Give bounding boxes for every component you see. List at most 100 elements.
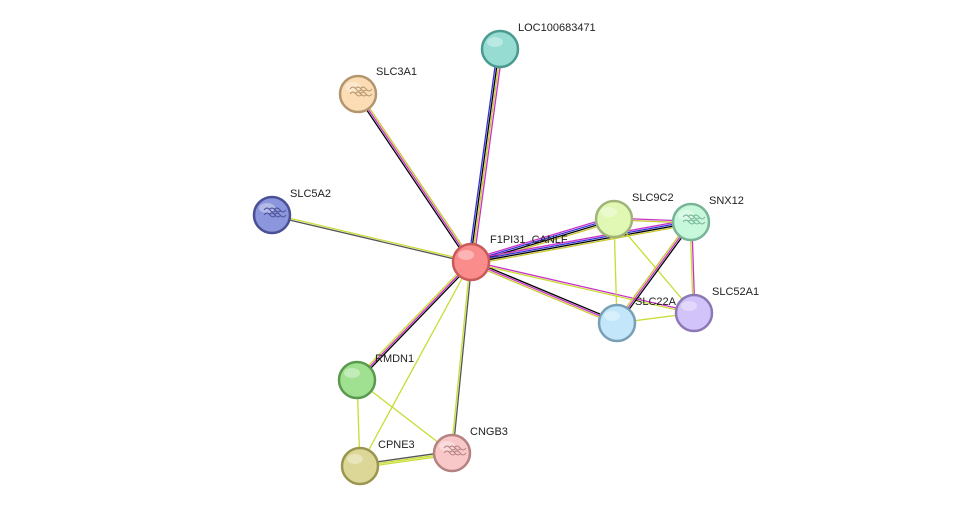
edge-evidence-line bbox=[616, 221, 692, 324]
node-circle[interactable] bbox=[252, 195, 292, 235]
structure-strand bbox=[443, 450, 457, 456]
edge-evidence-line bbox=[471, 49, 502, 263]
edge-F1PI31_CANLF-SLC5A2 bbox=[271, 213, 472, 264]
protein-structure-icon bbox=[349, 86, 373, 97]
structure-strand bbox=[453, 445, 467, 451]
edge-SNX12-SLC22A bbox=[615, 220, 693, 325]
edge-F1PI31_CANLF-SLC52A1 bbox=[470, 260, 695, 315]
structure-strand bbox=[692, 214, 706, 220]
edge-evidence-line bbox=[452, 262, 473, 454]
structure-strand bbox=[263, 207, 277, 213]
node-label: SLC5A2 bbox=[290, 188, 331, 200]
node-label: CPNE3 bbox=[378, 439, 415, 451]
structure-strand bbox=[273, 207, 287, 213]
node-circle[interactable] bbox=[597, 303, 637, 343]
node-highlight bbox=[487, 37, 503, 47]
structure-strand bbox=[273, 212, 287, 218]
node-loc100683471[interactable]: LOC100683471 bbox=[480, 22, 596, 69]
edge-evidence-line bbox=[471, 223, 692, 266]
edge-SLC9C2-SLC52A1 bbox=[613, 218, 695, 314]
structure-strand bbox=[354, 86, 368, 92]
node-label: SLC52A1 bbox=[712, 286, 759, 298]
edge-evidence-line bbox=[613, 218, 695, 314]
edge-evidence-line bbox=[450, 261, 471, 453]
edge-evidence-line bbox=[470, 220, 691, 262]
edge-RMDN1-CNGB3 bbox=[356, 379, 453, 454]
node-label: SLC9C2 bbox=[632, 192, 674, 204]
edge-evidence-line bbox=[355, 260, 471, 380]
protein-structure-icon bbox=[443, 445, 467, 456]
edge-evidence-line bbox=[470, 262, 694, 315]
structure-strand bbox=[687, 219, 701, 225]
edge-F1PI31_CANLF-SNX12 bbox=[470, 218, 692, 266]
protein-structure-icon bbox=[263, 207, 287, 218]
node-f1pi31_canlf[interactable]: F1PI31_CANLF bbox=[451, 234, 568, 282]
edge-F1PI31_CANLF-LOC100683471 bbox=[467, 48, 504, 263]
node-label: SNX12 bbox=[709, 195, 744, 207]
node-circle[interactable] bbox=[432, 433, 472, 473]
node-cngb3[interactable]: CNGB3 bbox=[432, 426, 508, 473]
edge-evidence-line bbox=[356, 94, 471, 264]
node-circle[interactable] bbox=[671, 202, 711, 242]
edge-F1PI31_CANLF-CPNE3 bbox=[359, 261, 472, 467]
node-label: RMDN1 bbox=[375, 353, 414, 365]
node-label: F1PI31_CANLF bbox=[490, 234, 568, 246]
edge-evidence-line bbox=[471, 259, 618, 323]
edge-evidence-line bbox=[471, 222, 692, 264]
node-slc9c2[interactable]: SLC9C2 bbox=[594, 192, 674, 239]
edge-evidence-line bbox=[617, 222, 693, 325]
node-snx12[interactable]: SNX12 bbox=[671, 195, 744, 242]
structure-strand bbox=[268, 207, 282, 213]
edge-evidence-line bbox=[356, 379, 453, 454]
node-circle[interactable] bbox=[674, 293, 714, 333]
structure-strand bbox=[453, 450, 467, 456]
structure-strand bbox=[268, 212, 282, 218]
node-circle[interactable] bbox=[338, 74, 378, 114]
structure-strand bbox=[263, 212, 277, 218]
node-slc5a2[interactable]: SLC5A2 bbox=[252, 188, 331, 235]
edge-evidence-line bbox=[467, 48, 499, 262]
structure-strand bbox=[687, 214, 701, 220]
structure-strand bbox=[359, 91, 373, 97]
edge-evidence-line bbox=[358, 92, 473, 262]
node-label: SLC22A bbox=[635, 296, 677, 308]
node-circle[interactable] bbox=[340, 446, 380, 486]
node-highlight bbox=[604, 311, 620, 321]
node-slc52a1[interactable]: SLC52A1 bbox=[674, 286, 759, 333]
structure-strand bbox=[682, 214, 696, 220]
edge-evidence-line bbox=[470, 215, 614, 261]
structure-strand bbox=[359, 86, 373, 92]
node-circle[interactable] bbox=[451, 242, 491, 282]
edge-F1PI31_CANLF-SLC3A1 bbox=[356, 92, 473, 264]
structure-strand bbox=[443, 445, 457, 451]
node-rmdn1[interactable]: RMDN1 bbox=[337, 353, 414, 400]
edge-evidence-line bbox=[470, 217, 614, 262]
node-circle[interactable] bbox=[594, 199, 634, 239]
node-slc22a[interactable]: SLC22A bbox=[597, 296, 677, 343]
node-highlight bbox=[458, 250, 474, 260]
structure-strand bbox=[448, 450, 462, 456]
node-slc3a1[interactable]: SLC3A1 bbox=[338, 66, 417, 114]
node-label: SLC3A1 bbox=[376, 66, 417, 78]
node-cpne3[interactable]: CPNE3 bbox=[340, 439, 415, 486]
edge-F1PI31_CANLF-CNGB3 bbox=[450, 261, 473, 454]
node-highlight bbox=[601, 207, 617, 217]
edge-F1PI31_CANLF-RMDN1 bbox=[355, 260, 473, 382]
edge-evidence-line bbox=[357, 93, 472, 263]
node-highlight bbox=[347, 454, 363, 464]
node-circle[interactable] bbox=[337, 360, 377, 400]
edge-evidence-line bbox=[356, 261, 472, 381]
edge-evidence-line bbox=[471, 260, 695, 313]
edge-evidence-line bbox=[615, 220, 691, 323]
protein-structure-icon bbox=[682, 214, 706, 225]
structure-strand bbox=[349, 91, 363, 97]
node-circle[interactable] bbox=[480, 29, 520, 69]
node-label: CNGB3 bbox=[470, 426, 508, 438]
structure-strand bbox=[692, 219, 706, 225]
node-label: LOC100683471 bbox=[518, 22, 596, 34]
edge-evidence-line bbox=[359, 261, 472, 467]
structure-strand bbox=[354, 91, 368, 97]
structure-strand bbox=[682, 219, 696, 225]
edge-evidence-line bbox=[272, 213, 472, 262]
